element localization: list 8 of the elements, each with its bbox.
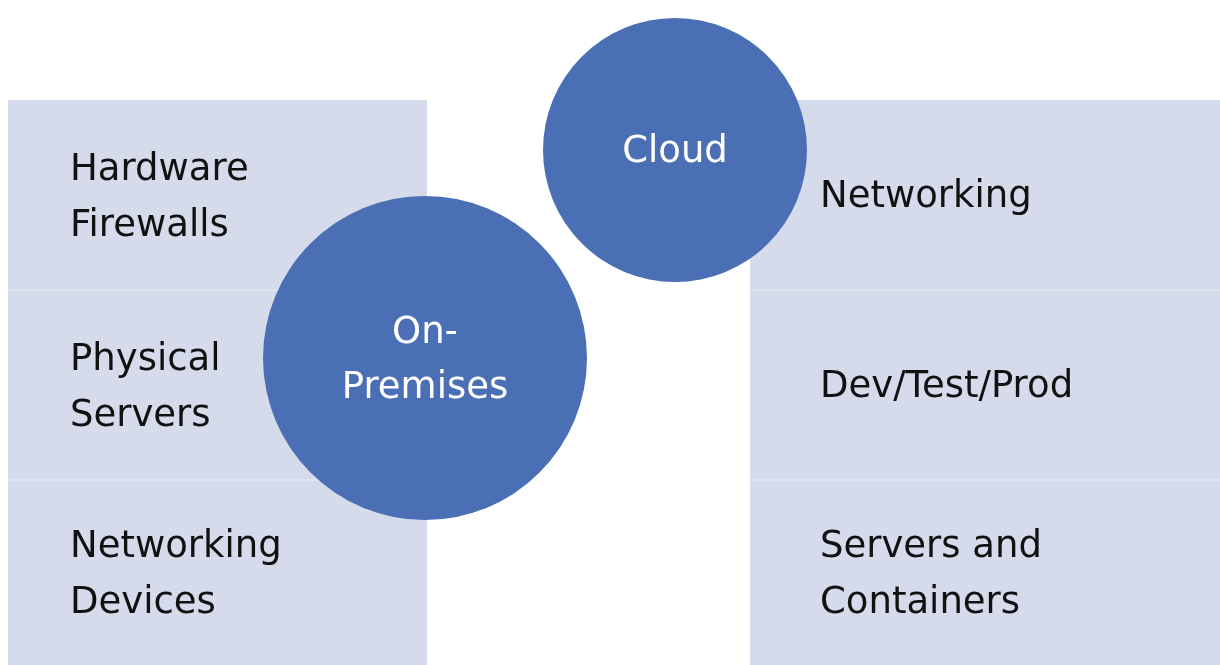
item-label: Physical Servers bbox=[70, 334, 222, 436]
item-label: Dev/Test/Prod bbox=[820, 362, 1074, 409]
item-label: Servers and Containers bbox=[820, 521, 1043, 623]
item-label: Networking Devices bbox=[70, 521, 283, 623]
item-label: Hardware Firewalls bbox=[70, 144, 250, 246]
category-label: On- Premises bbox=[340, 307, 510, 409]
item-label: Networking bbox=[820, 172, 1032, 219]
category-label: Cloud bbox=[622, 127, 728, 174]
